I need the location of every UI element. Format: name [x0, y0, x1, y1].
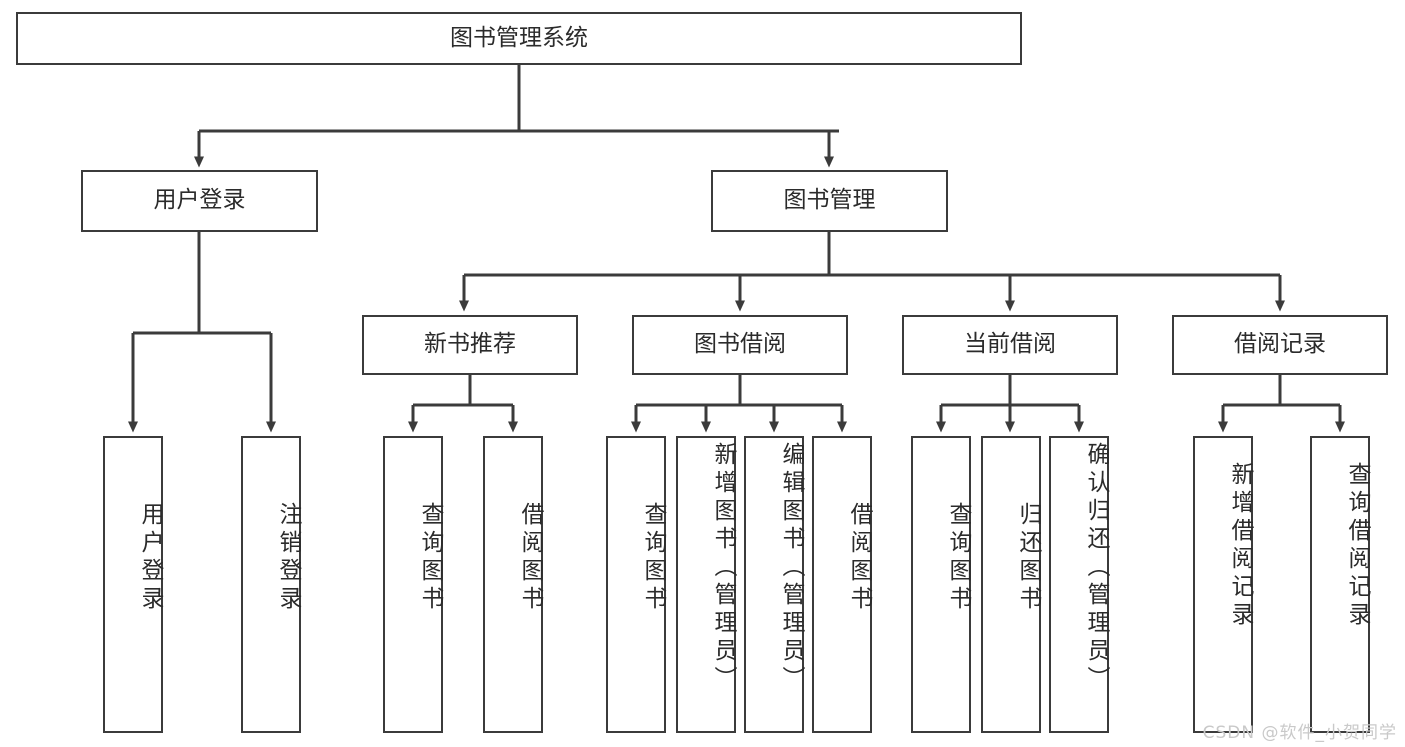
leaf-query-book-1[interactable]: 查询图书 [383, 436, 443, 733]
node-book-manage-label: 图书管理 [783, 187, 876, 214]
leaf-borrow-book-2[interactable]: 借阅图书 [812, 436, 872, 733]
leaf-add-book-label: 新增图书（管理员） [710, 442, 736, 694]
leaf-query-record-label: 查询借阅记录 [1344, 462, 1370, 630]
leaf-edit-book[interactable]: 编辑图书（管理员） [744, 436, 804, 733]
leaf-user-login[interactable]: 用户登录 [103, 436, 163, 733]
leaf-return-book-label: 归还图书 [1015, 502, 1041, 614]
leaf-confirm-return[interactable]: 确认归还（管理员） [1049, 436, 1109, 733]
node-borrow-record[interactable]: 借阅记录 [1172, 315, 1388, 375]
leaf-add-record[interactable]: 新增借阅记录 [1193, 436, 1253, 733]
leaf-confirm-return-label: 确认归还（管理员） [1083, 442, 1109, 694]
node-book-manage[interactable]: 图书管理 [711, 170, 948, 232]
node-new-book-rec-label: 新书推荐 [424, 331, 516, 358]
leaf-query-book-2[interactable]: 查询图书 [606, 436, 666, 733]
leaf-logout-login-label: 注销登录 [275, 502, 301, 614]
leaf-add-record-label: 新增借阅记录 [1227, 462, 1253, 630]
leaf-query-book-3-label: 查询图书 [945, 502, 971, 614]
leaf-query-book-2-label: 查询图书 [640, 502, 666, 614]
leaf-return-book[interactable]: 归还图书 [981, 436, 1041, 733]
leaf-query-book-3[interactable]: 查询图书 [911, 436, 971, 733]
node-root[interactable]: 图书管理系统 [16, 12, 1022, 65]
leaf-add-book[interactable]: 新增图书（管理员） [676, 436, 736, 733]
leaf-logout-login[interactable]: 注销登录 [241, 436, 301, 733]
node-current-borrow[interactable]: 当前借阅 [902, 315, 1118, 375]
leaf-query-record[interactable]: 查询借阅记录 [1310, 436, 1370, 733]
leaf-borrow-book-2-label: 借阅图书 [846, 502, 872, 614]
node-user-login[interactable]: 用户登录 [81, 170, 318, 232]
node-borrow-record-label: 借阅记录 [1234, 331, 1326, 358]
node-new-book-rec[interactable]: 新书推荐 [362, 315, 578, 375]
leaf-edit-book-label: 编辑图书（管理员） [778, 442, 804, 694]
leaf-query-book-1-label: 查询图书 [417, 502, 443, 614]
node-book-borrow[interactable]: 图书借阅 [632, 315, 848, 375]
leaf-borrow-book-1[interactable]: 借阅图书 [483, 436, 543, 733]
node-book-borrow-label: 图书借阅 [694, 331, 786, 358]
node-root-label: 图书管理系统 [450, 24, 588, 51]
watermark: CSDN @软件_小贺同学 [1202, 723, 1397, 743]
node-current-borrow-label: 当前借阅 [964, 331, 1056, 358]
leaf-borrow-book-1-label: 借阅图书 [517, 502, 543, 614]
node-user-login-label: 用户登录 [153, 187, 246, 214]
leaf-user-login-label: 用户登录 [137, 502, 163, 614]
